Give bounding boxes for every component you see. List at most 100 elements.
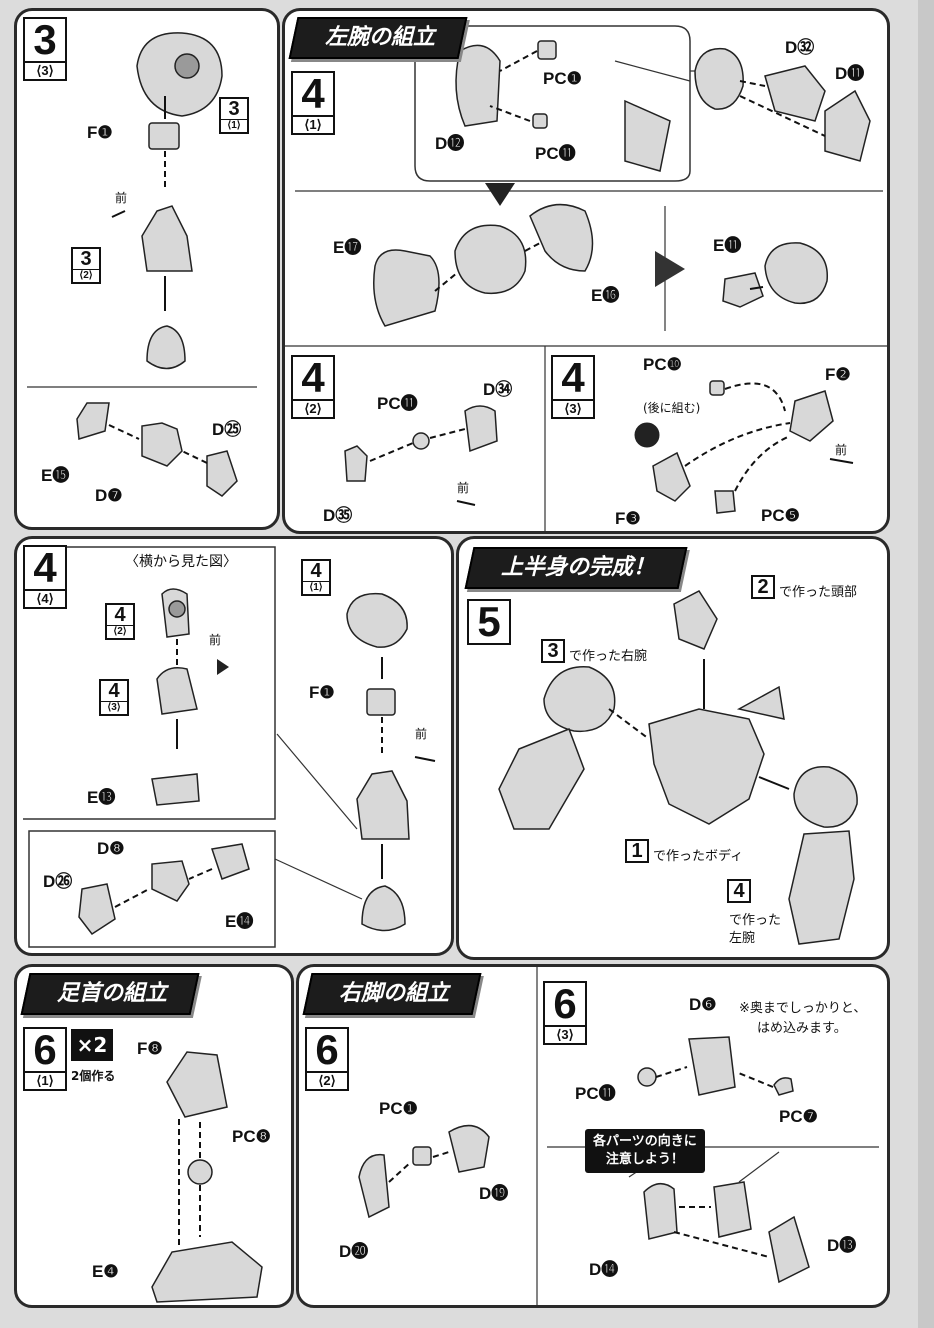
label-e16: E⓰ <box>591 286 620 305</box>
label-pc11: PC⓫ <box>535 144 576 163</box>
head-assembly <box>673 590 718 650</box>
pc7-part <box>773 1077 794 1096</box>
d35-part <box>344 445 368 482</box>
panel-left-arm: 左腕の組立 4⟨1⟩ PC❶ PC⓫ D⓬ D㉜ D⓫ E⓱ E⓰ E⓫ 4⟨2… <box>282 8 890 534</box>
arm-ball <box>454 224 527 295</box>
label-d34: D㉞ <box>483 380 513 399</box>
step-4-4-illustration <box>23 546 436 948</box>
d11-part <box>824 89 871 162</box>
ref-right-arm: 3 <box>541 639 565 663</box>
label-f1: F❶ <box>87 123 113 142</box>
right-arm-ball <box>543 666 616 733</box>
e11-part <box>722 272 764 308</box>
d32-part <box>764 65 826 122</box>
label-e15: E⓯ <box>41 466 70 485</box>
section-banner-foot: 足首の組立 <box>20 973 200 1015</box>
label-f2: F❷ <box>825 365 851 384</box>
label-body: で作ったボディ <box>653 849 744 864</box>
f3-part <box>652 451 691 502</box>
label-front-c: 前 <box>835 443 848 457</box>
d6-part <box>688 1036 736 1096</box>
d34-part <box>464 405 498 453</box>
pc8-part <box>187 1159 213 1185</box>
label-e11: E⓫ <box>713 236 742 255</box>
label-d7: D❼ <box>95 486 123 505</box>
label-d19: D⓳ <box>479 1184 509 1203</box>
pc1-part-leg <box>412 1146 432 1166</box>
label-d26: D㉖ <box>43 872 73 891</box>
orientation-note-line-1: 各パーツの向きに <box>593 1134 697 1149</box>
times-badge: ×2 <box>71 1029 113 1061</box>
d19-part <box>448 1124 490 1173</box>
label-pc1-leg: PC❶ <box>379 1099 418 1118</box>
ref-step-4-2: 4⟨2⟩ <box>105 603 135 640</box>
label-d11: D⓫ <box>835 64 865 83</box>
label-note-later: (後に組む) <box>643 401 701 415</box>
pc10-part <box>709 380 725 396</box>
pc1-part <box>537 40 557 60</box>
label-d32: D㉜ <box>785 38 815 57</box>
sub-assembled <box>624 99 671 172</box>
label-e17: E⓱ <box>333 238 362 257</box>
panel-step-5: 上半身の完成！ 5 2 で作った頭部 3 で作った右腕 1 で作ったボディ 4 … <box>456 536 890 960</box>
label-d14: D⓮ <box>589 1260 619 1279</box>
pc11-part-leg <box>637 1067 657 1087</box>
e17-part <box>373 249 440 327</box>
step-number-3-3: 3⟨3⟩ <box>23 17 67 81</box>
e16-part <box>529 203 594 272</box>
e14-part <box>211 843 250 880</box>
f2-part <box>789 390 834 442</box>
label-d6: D❻ <box>689 995 717 1014</box>
backpack-fin <box>736 685 785 720</box>
label-d25: D㉕ <box>212 420 242 439</box>
label-d35: D㉟ <box>323 506 353 525</box>
left-arm-illustration <box>285 25 887 531</box>
ref-head: 2 <box>751 575 775 599</box>
pc11-part-2 <box>412 432 430 450</box>
e15-part <box>76 402 110 440</box>
label-e13: E⓭ <box>87 788 116 807</box>
ref-left-arm: 4 <box>727 879 751 903</box>
d20-part <box>358 1153 390 1219</box>
next-page-edge <box>918 0 934 1328</box>
right-leg-illustration <box>358 967 879 1305</box>
label-f1-b: F❶ <box>309 683 335 702</box>
left-arm-forearm <box>788 830 855 945</box>
ref-step-4-1: 4⟨1⟩ <box>301 559 331 596</box>
d14-part <box>643 1183 678 1240</box>
label-f8: F❽ <box>137 1039 163 1058</box>
panel-step-3-3: 3⟨3⟩ 3⟨1⟩ F❶ 前 3⟨2⟩ E⓯ D❼ D㉕ <box>14 8 280 530</box>
label-note-1: ※奥までしっかりと、 <box>739 1001 867 1016</box>
label-left-arm-1: で作った <box>729 913 782 928</box>
orientation-note-line-2: 注意しよう！ <box>605 1152 684 1167</box>
step-number-6-1: 6⟨1⟩ <box>23 1027 67 1091</box>
label-d8: D❽ <box>97 839 125 858</box>
waist-part-2 <box>361 885 406 932</box>
label-f3: F❸ <box>615 509 641 528</box>
f1-part <box>148 122 180 150</box>
ref-step-4-3: 4⟨3⟩ <box>99 679 129 716</box>
label-pc11-b: PC⓫ <box>377 394 418 413</box>
section-banner-upper-body: 上半身の完成！ <box>464 547 688 589</box>
step-number-6-3: 6⟨3⟩ <box>543 981 587 1045</box>
pc5-part <box>714 490 736 514</box>
label-d12: D⓬ <box>435 134 465 153</box>
label-times-note: 2個作る <box>71 1069 116 1083</box>
label-pc1: PC❶ <box>543 69 582 88</box>
d7-part <box>141 422 183 467</box>
label-pc5: PC❺ <box>761 506 800 525</box>
step-number-4-4: 4⟨4⟩ <box>23 545 67 609</box>
ref-body: 1 <box>625 839 649 863</box>
right-arm-forearm <box>498 728 585 830</box>
panel-step-4-4: 4⟨4⟩ 〈横から見た図〉 4⟨2⟩ 4⟨3⟩ E⓭ 前 4⟨1⟩ F❶ 前 D… <box>14 536 454 956</box>
step-5-illustration <box>498 590 858 945</box>
label-left-arm-2: 左腕 <box>729 931 756 946</box>
left-arm-ball <box>793 766 858 828</box>
panel-right-leg: 右脚の組立 6⟨2⟩ PC❶ D⓳ D⓴ 6⟨3⟩ D❻ ※奥までしっかりと、 … <box>296 964 890 1308</box>
leg-core-part <box>713 1181 752 1238</box>
d26-part <box>78 883 116 936</box>
d25-part <box>206 450 238 497</box>
step-3-3-illustration <box>27 32 257 497</box>
e13-part <box>151 773 200 806</box>
label-note-2: はめ込みます。 <box>757 1021 847 1036</box>
